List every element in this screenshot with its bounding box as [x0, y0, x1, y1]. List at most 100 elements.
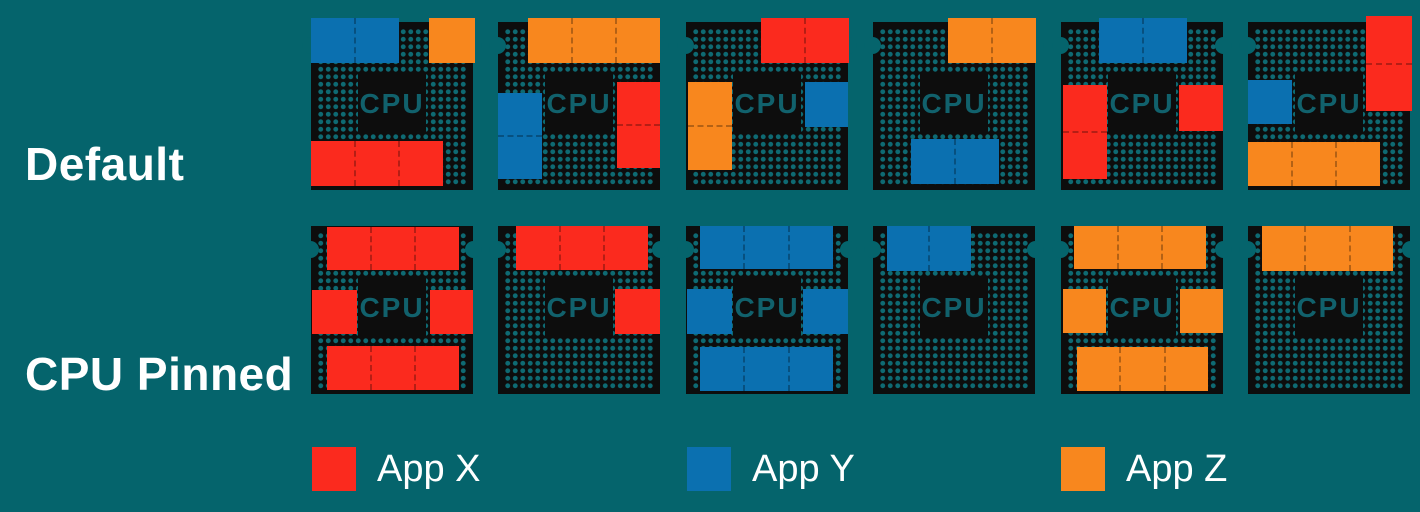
cpu-die-label: CPU	[546, 292, 612, 323]
core-cell	[369, 227, 415, 270]
legend-item-app-x: App X	[312, 447, 481, 491]
cpu-die: CPU	[358, 278, 426, 338]
core-cell	[1099, 18, 1142, 63]
cpu-die-label: CPU	[921, 292, 987, 323]
core-cell	[354, 18, 399, 63]
core-cell	[430, 290, 473, 334]
core-cell	[788, 226, 833, 269]
cpu-die-label: CPU	[1109, 88, 1175, 119]
app-x-core-block	[327, 227, 459, 270]
app-z-core-block	[1248, 142, 1380, 186]
cpu-chip-row1-1: CPU	[302, 226, 482, 394]
core-cell	[1248, 80, 1292, 124]
cpu-chip-row0-4: CPU	[864, 18, 1044, 190]
core-cell	[1366, 16, 1412, 63]
socket-notch-left	[677, 241, 694, 258]
socket-notch-left	[864, 37, 881, 54]
core-cell	[1161, 226, 1206, 269]
app-x-core-block	[311, 141, 443, 186]
core-cell	[617, 82, 660, 124]
core-cell	[1335, 142, 1380, 186]
cpu-die: CPU	[1108, 74, 1176, 134]
core-cell	[688, 125, 732, 170]
cpu-die-label: CPU	[921, 88, 987, 119]
app-y-core-block	[687, 289, 732, 334]
legend-swatch-app-y	[687, 447, 731, 491]
socket-notch-left	[1239, 241, 1256, 258]
core-cell	[1119, 347, 1163, 391]
core-cell	[1116, 226, 1162, 269]
core-cell	[954, 139, 999, 184]
cpu-chip-row1-6: CPU	[1239, 226, 1419, 394]
core-cell	[1348, 226, 1393, 271]
app-y-core-block	[1099, 18, 1187, 63]
cpu-die-label: CPU	[1296, 88, 1362, 119]
core-cell	[991, 18, 1036, 63]
row-label-default: Default	[25, 138, 185, 190]
cpu-chip-row1-5: CPU	[1052, 226, 1232, 394]
cpu-die-label: CPU	[734, 88, 800, 119]
core-cell	[743, 347, 788, 391]
app-y-core-block	[803, 289, 848, 334]
socket-notch-left	[489, 37, 506, 54]
app-y-core-block	[700, 347, 833, 391]
app-y-core-block	[887, 226, 971, 271]
core-cell	[761, 18, 804, 63]
cpu-die-label: CPU	[359, 88, 425, 119]
core-cell	[687, 289, 732, 334]
core-cell	[615, 18, 660, 63]
core-cell	[498, 93, 542, 135]
app-z-core-block	[429, 18, 475, 63]
core-cell	[1304, 226, 1348, 271]
core-cell	[516, 226, 559, 270]
app-y-core-block	[311, 18, 399, 63]
socket-notch-left	[302, 241, 319, 258]
socket-notch-left	[864, 241, 881, 258]
core-cell	[911, 139, 954, 184]
app-z-core-block	[1077, 347, 1208, 391]
app-y-core-block	[911, 139, 999, 184]
core-cell	[558, 226, 604, 270]
app-x-core-block	[617, 82, 660, 168]
core-cell	[1163, 347, 1208, 391]
app-x-core-block	[761, 18, 849, 63]
cpu-chip-row0-3: CPU	[677, 18, 857, 190]
core-cell	[498, 135, 542, 179]
core-cell	[1063, 85, 1107, 131]
core-cell	[1180, 289, 1223, 333]
cpu-die-label: CPU	[546, 88, 612, 119]
app-y-core-block	[700, 226, 833, 269]
core-cell	[327, 227, 370, 270]
socket-notch-left	[677, 37, 694, 54]
cpu-die: CPU	[1108, 278, 1176, 338]
cpu-chip-row0-1: CPU	[302, 18, 482, 190]
cpu-die-label: CPU	[1296, 292, 1362, 323]
core-cell	[603, 226, 648, 270]
socket-notch-left	[1052, 241, 1069, 258]
core-cell	[617, 124, 660, 168]
cpu-chip-row0-6: CPU	[1239, 16, 1419, 190]
app-y-core-block	[498, 93, 542, 179]
app-z-core-block	[1262, 226, 1393, 271]
core-cell	[688, 82, 732, 125]
app-z-core-block	[1063, 289, 1106, 333]
core-cell	[353, 141, 399, 186]
cpu-die: CPU	[920, 74, 988, 134]
app-z-core-block	[948, 18, 1036, 63]
core-cell	[1074, 226, 1117, 269]
cpu-die: CPU	[1295, 74, 1363, 134]
core-cell	[398, 141, 443, 186]
core-cell	[788, 347, 833, 391]
core-cell	[327, 346, 370, 390]
socket-notch-right	[840, 241, 857, 258]
core-cell	[700, 347, 743, 391]
core-cell	[528, 18, 571, 63]
core-cell	[312, 290, 357, 334]
app-z-core-block	[1180, 289, 1223, 333]
core-cell	[311, 141, 354, 186]
app-z-core-block	[528, 18, 660, 63]
legend-item-app-y: App Y	[687, 447, 855, 491]
core-cell	[1142, 18, 1187, 63]
socket-notch-right	[1402, 241, 1419, 258]
